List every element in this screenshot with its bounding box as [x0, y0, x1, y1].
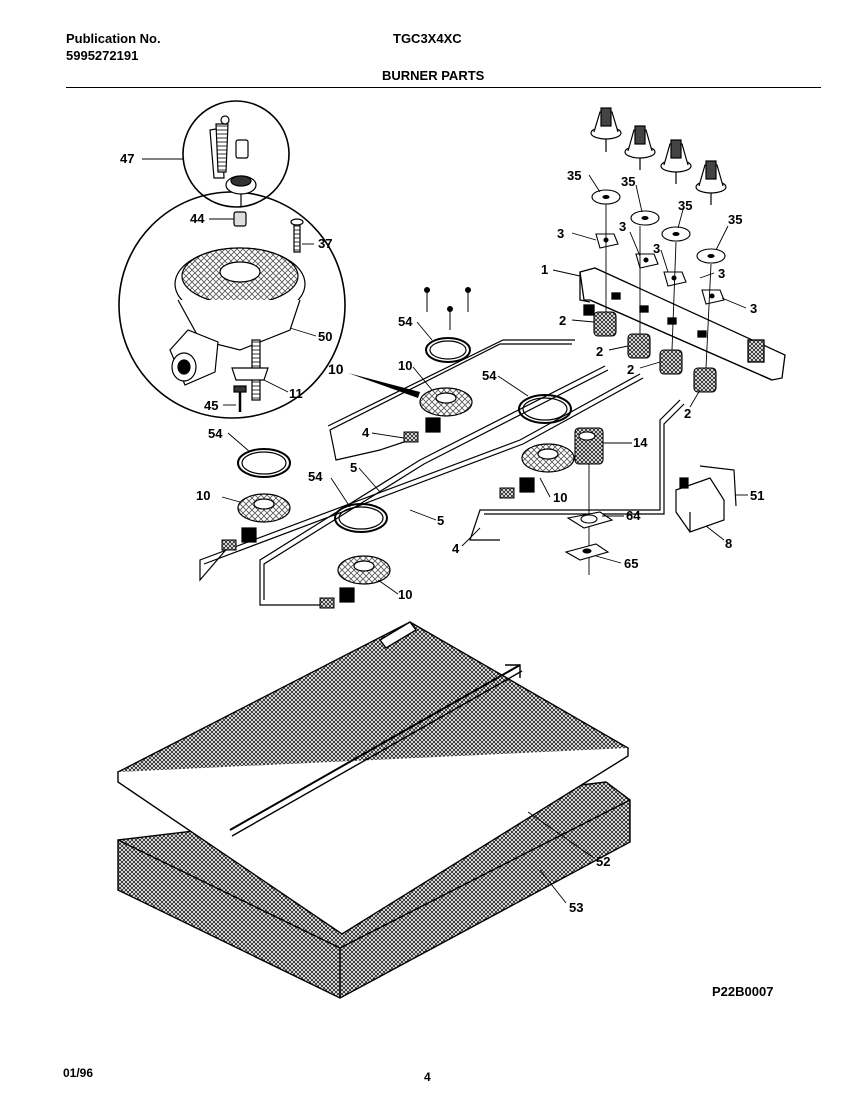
knob-4: [695, 160, 727, 205]
orifice-44-shape: [233, 211, 247, 227]
callout-10-d: 10: [398, 587, 412, 602]
ring-54-a: [425, 337, 471, 363]
callout-54-d: 54: [308, 469, 323, 484]
ring-54-c: [237, 448, 291, 478]
callout-35-a: 35: [567, 168, 581, 183]
publication-number: 5995272191: [66, 48, 139, 63]
callout-14: 14: [633, 435, 648, 450]
fittings-group: [221, 431, 515, 609]
callout-35-d: 35: [728, 212, 742, 227]
footer-page: 4: [424, 1070, 431, 1084]
callout-50: 50: [318, 329, 332, 344]
callout-65: 65: [624, 556, 638, 571]
knob-3: [660, 139, 692, 184]
callout-10-detail: 10: [328, 361, 344, 377]
knobs-group: [590, 107, 727, 205]
callout-45: 45: [204, 398, 218, 413]
burner-box-group: [116, 621, 631, 999]
callout-2-c: 2: [627, 362, 634, 377]
detail-pointer: [348, 373, 420, 398]
callout-2-a: 2: [559, 313, 566, 328]
gaskets-group: [564, 511, 614, 561]
callout-10-b: 10: [553, 490, 567, 505]
orifice-shape: [235, 139, 249, 159]
callout-2-d: 2: [684, 406, 691, 421]
callout-3-e: 3: [750, 301, 757, 316]
callout-10-c: 10: [196, 488, 210, 503]
ignition-module-group: [675, 465, 737, 533]
stems-group: [605, 204, 712, 369]
ring-54-d: [334, 503, 388, 533]
section-title: BURNER PARTS: [382, 68, 485, 83]
callout-3-c: 3: [653, 241, 660, 256]
callout-2-b: 2: [596, 344, 603, 359]
publication-label: Publication No.: [66, 31, 161, 46]
callout-5-b: 5: [437, 513, 444, 528]
callout-52: 52: [596, 854, 610, 869]
leader-lines: [142, 158, 748, 904]
burners-group: [237, 337, 575, 603]
callout-37: 37: [318, 236, 332, 251]
callout-3-b: 3: [619, 219, 626, 234]
screws-group: [424, 287, 471, 330]
small-detail-circle: [182, 100, 290, 208]
clips-group: [595, 233, 725, 305]
callout-1: 1: [541, 262, 548, 277]
callout-10-a: 10: [398, 358, 412, 373]
callout-11: 11: [289, 386, 303, 401]
manifold-group: [579, 267, 786, 381]
callout-5-a: 5: [350, 460, 357, 475]
header-rule: [66, 87, 821, 88]
callout-labels: 47 44 37 50 11 45 10 35 35 35 35 3 3 3 3…: [120, 151, 764, 915]
model-number: TGC3X4XC: [393, 31, 462, 46]
callout-4-a: 4: [362, 425, 370, 440]
screw-37-shape: [293, 221, 301, 253]
callout-54-c: 54: [208, 426, 223, 441]
gas-tubes-group: [199, 339, 685, 606]
callout-4-b: 4: [452, 541, 460, 556]
callout-8: 8: [725, 536, 732, 551]
callout-54-a: 54: [398, 314, 413, 329]
callout-51: 51: [750, 488, 764, 503]
diagram-code: P22B0007: [712, 984, 774, 999]
callout-44: 44: [190, 211, 205, 226]
knob-2: [624, 125, 656, 170]
burner-base-group: [169, 211, 306, 412]
footer-date: 01/96: [63, 1066, 94, 1080]
callout-53: 53: [569, 900, 583, 915]
callout-35-b: 35: [621, 174, 635, 189]
ring-54-b: [518, 394, 572, 424]
callout-3-a: 3: [557, 226, 564, 241]
callout-47: 47: [120, 151, 134, 166]
knob-1: [590, 107, 622, 152]
valves-group: [593, 311, 717, 393]
callout-54-b: 54: [482, 368, 497, 383]
callout-35-c: 35: [678, 198, 692, 213]
callout-3-d: 3: [718, 266, 725, 281]
electrode-parts-group: [209, 115, 257, 206]
callout-64: 64: [626, 508, 641, 523]
washers-group: [591, 189, 726, 264]
